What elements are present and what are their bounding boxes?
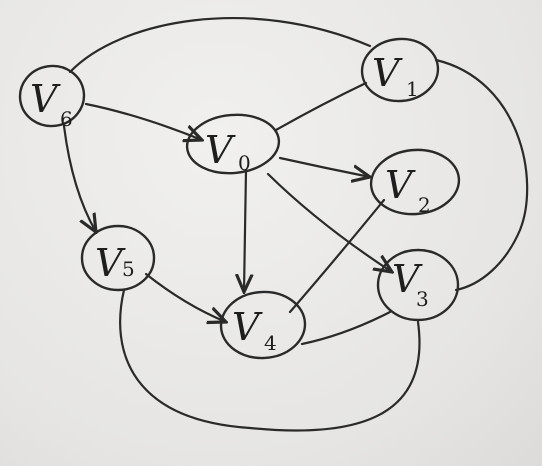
node-v4-letter: V <box>232 305 263 349</box>
node-v0-letter: V <box>205 128 236 172</box>
edge-v5-v3 <box>119 288 421 432</box>
node-v0-subscript: 0 <box>238 151 251 175</box>
node-v6: V 6 <box>18 64 86 131</box>
node-v3-letter: V <box>392 257 423 301</box>
node-v5-letter: V <box>95 241 126 285</box>
edge-v1-v3 <box>434 58 529 292</box>
edge-v5-v4 <box>144 272 226 322</box>
node-v4: V 4 <box>219 290 307 360</box>
nodes: V 6 V 1 V 0 V 2 V 5 <box>18 37 461 360</box>
edge-v1-v0 <box>274 81 368 132</box>
node-v2-letter: V <box>385 163 416 207</box>
node-v6-subscript: 6 <box>60 107 73 131</box>
node-v1-subscript: 1 <box>406 77 419 101</box>
edge-v6-v1 <box>68 17 372 74</box>
edge-v0-v3 <box>266 172 392 272</box>
node-v3: V 3 <box>376 248 460 322</box>
edge-v2-v4 <box>288 198 386 314</box>
edge-v0-v2 <box>278 156 370 177</box>
edges <box>62 17 529 432</box>
node-v6-letter: V <box>30 77 61 121</box>
edge-v6-v0 <box>84 102 202 140</box>
node-v1-letter: V <box>372 51 403 95</box>
node-v5: V 5 <box>80 224 156 292</box>
edge-v0-v4 <box>244 168 246 292</box>
node-v2-subscript: 2 <box>418 193 431 217</box>
edge-v4-v3 <box>300 310 392 346</box>
node-v2: V 2 <box>369 148 461 217</box>
node-v5-subscript: 5 <box>122 257 135 281</box>
node-v1: V 1 <box>360 37 440 103</box>
edge-v6-v5 <box>62 124 96 232</box>
node-v3-subscript: 3 <box>416 287 429 311</box>
node-v0: V 0 <box>185 113 281 175</box>
node-v4-subscript: 4 <box>264 331 277 355</box>
